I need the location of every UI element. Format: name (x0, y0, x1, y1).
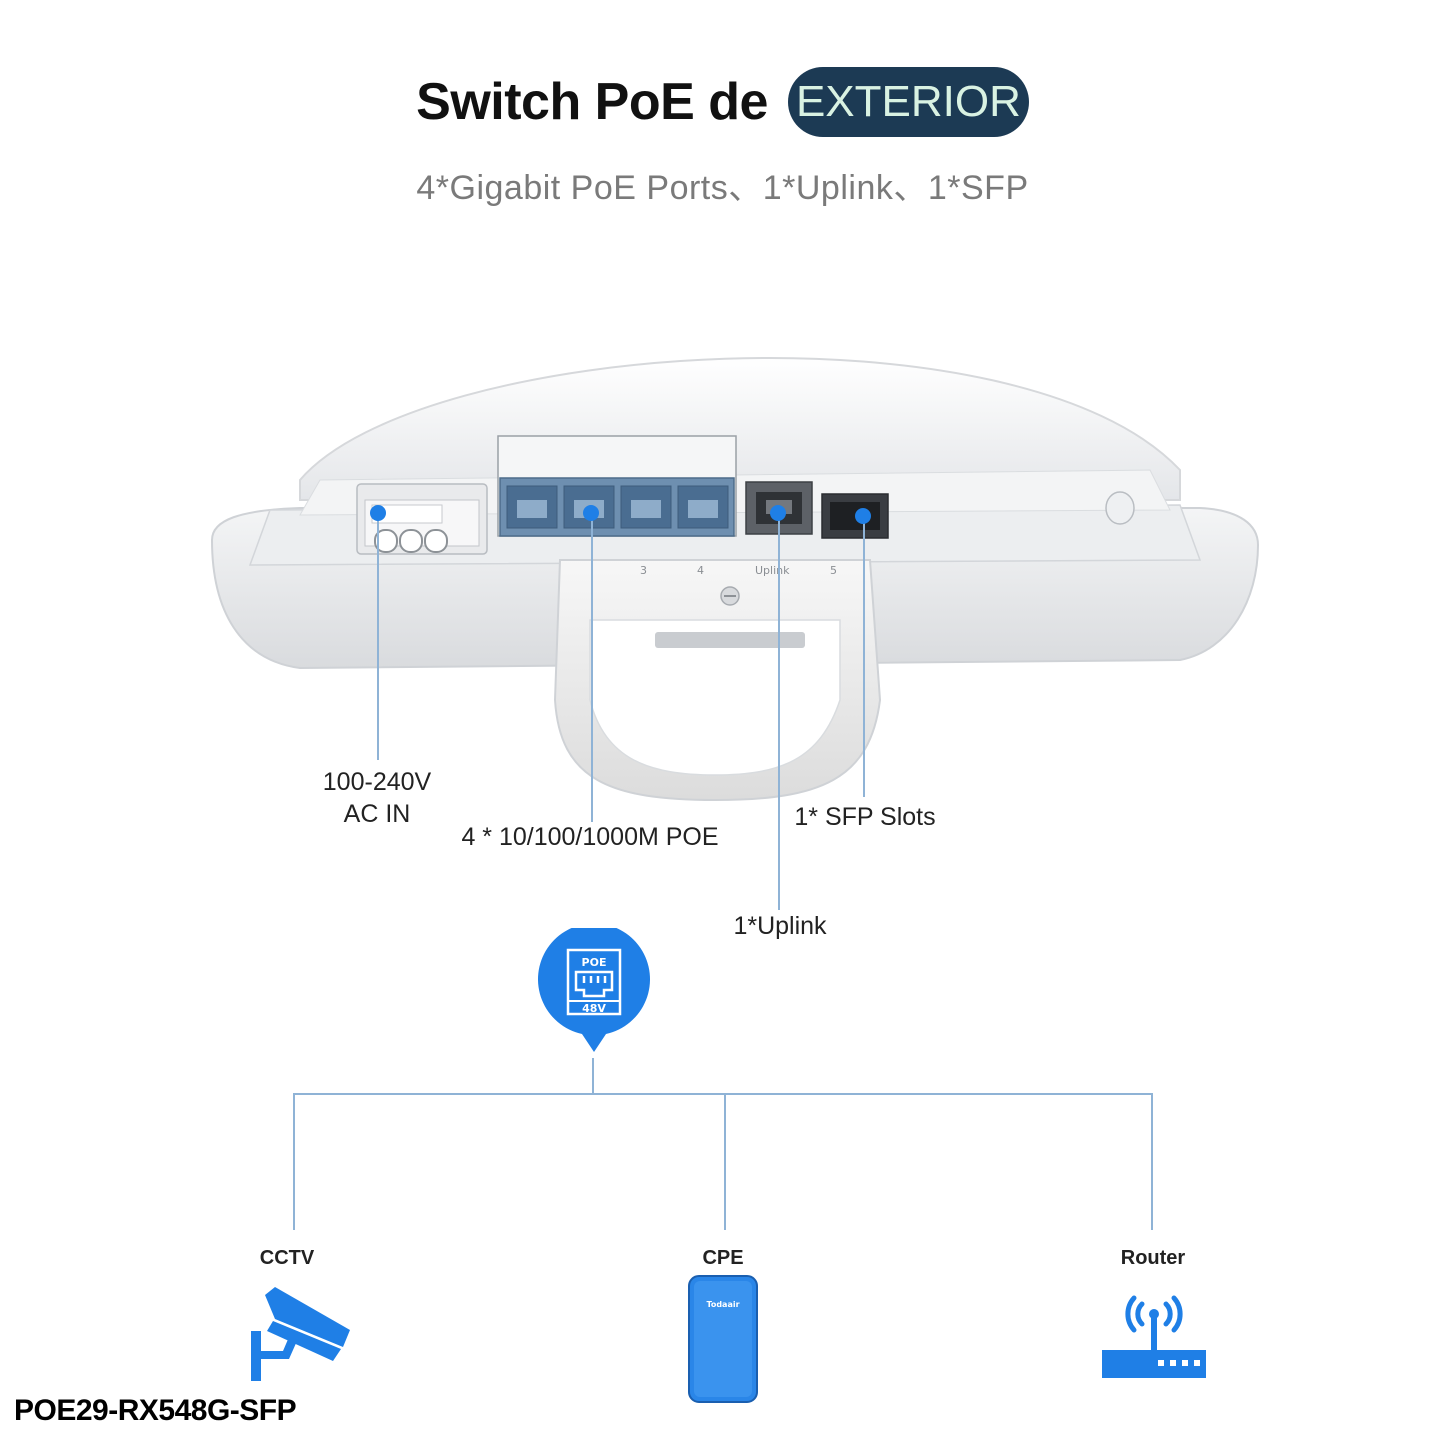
title-row: Switch PoE de EXTERIOR (0, 62, 1445, 142)
poe-callout-dot (583, 505, 599, 521)
poe-icon-top-text: POE (582, 956, 607, 969)
page-title: Switch PoE de (416, 73, 768, 131)
cpe-brand-text: Todaair (706, 1300, 739, 1309)
device-label-cpe: CPE (702, 1247, 744, 1269)
sfp-callout-line (863, 515, 865, 797)
poe-icon-bottom-text: 48V (582, 1002, 606, 1015)
device-label-cctv: CCTV (259, 1247, 315, 1269)
cpe-device-icon: Todaair (688, 1275, 758, 1403)
tree-stem-line (592, 1058, 594, 1094)
tree-branch-cpe (724, 1093, 726, 1230)
router-icon (1102, 1295, 1206, 1378)
poe-ports-label: 4 * 10/100/1000M POE (461, 823, 719, 851)
port-label-uplink: Uplink (755, 564, 790, 577)
port-label-3: 3 (640, 564, 647, 577)
tree-branch-router (1151, 1093, 1153, 1230)
power-label-line-2: AC IN (343, 800, 411, 828)
power-callout-dot (370, 505, 386, 521)
uplink-callout-line (778, 512, 780, 910)
title-highlight-badge: EXTERIOR (787, 67, 1029, 137)
poe-callout-line (591, 512, 593, 822)
page-subtitle: 4*Gigabit PoE Ports、1*Uplink、1*SFP (416, 169, 1029, 207)
uplink-label: 1*Uplink (733, 912, 827, 940)
tree-horizontal-line (293, 1093, 1153, 1095)
power-callout-line (377, 512, 379, 760)
port-label-4: 4 (697, 564, 704, 577)
power-label-line-1: 100-240V (322, 768, 432, 796)
device-label-router: Router (1120, 1247, 1186, 1269)
sfp-label: 1* SFP Slots (794, 803, 936, 831)
cctv-camera-icon (251, 1287, 350, 1381)
port-label-5: 5 (830, 564, 837, 577)
model-number: POE29-RX548G-SFP (14, 1394, 297, 1427)
poe-48v-icon: POE 48V (538, 928, 650, 1052)
uplink-callout-dot (770, 505, 786, 521)
power-label: 100-240V AC IN (292, 766, 462, 830)
tree-branch-cctv (293, 1093, 295, 1230)
switch-illustration: 3 4 Uplink 5 (210, 357, 1260, 802)
sfp-callout-dot (855, 508, 871, 524)
